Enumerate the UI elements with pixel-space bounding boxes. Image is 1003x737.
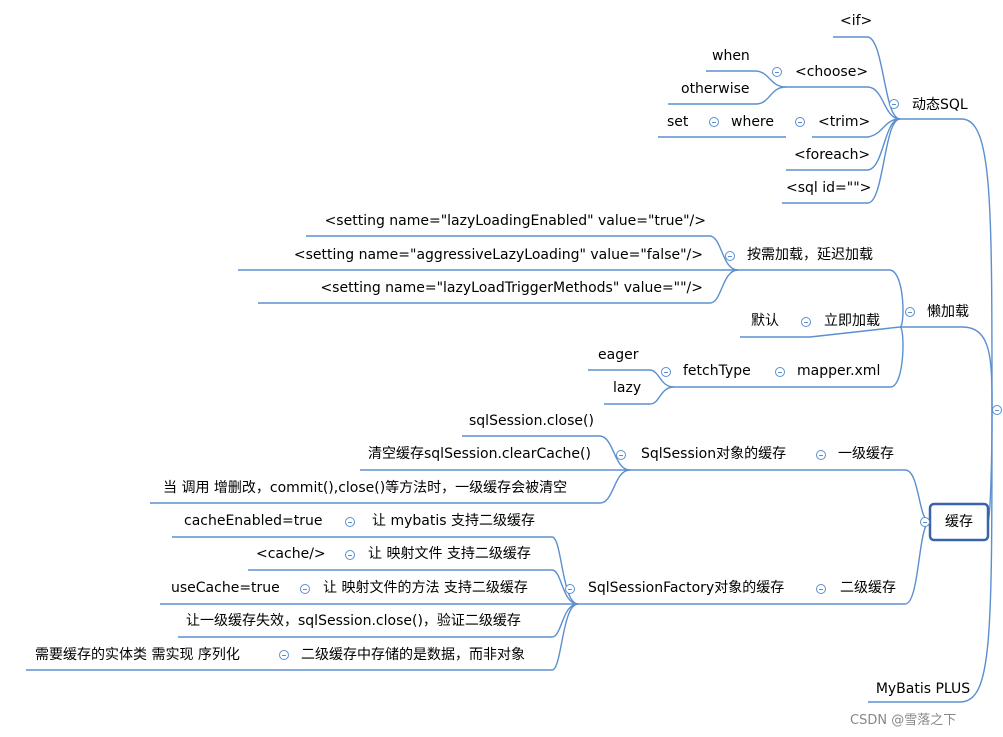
node-lazy[interactable]: lazy — [613, 380, 642, 396]
node-enable-method[interactable]: 让 映射文件的方法 支持二级缓存 — [323, 580, 528, 596]
collapse-toggle-level2[interactable] — [816, 584, 826, 594]
node-when[interactable]: when — [712, 48, 750, 64]
collapse-toggle-on-demand[interactable] — [725, 251, 735, 261]
selected-node-frame — [928, 502, 990, 542]
collapse-toggle-stores-data[interactable] — [279, 650, 289, 660]
node-root[interactable]: MyBatis PLUS — [875, 681, 971, 697]
watermark: CSDN @雪落之下 — [850, 713, 957, 728]
node-setting-aggressive[interactable]: <setting name="aggressiveLazyLoading" va… — [293, 247, 703, 263]
node-cache[interactable]: 缓存 — [945, 514, 973, 530]
collapse-toggle-where[interactable] — [709, 117, 719, 127]
collapse-toggle-cache[interactable] — [920, 517, 930, 527]
node-dynamic-sql[interactable]: 动态SQL — [912, 97, 968, 113]
collapse-toggle-root[interactable] — [992, 405, 1002, 415]
node-trim[interactable]: <trim> — [818, 114, 871, 130]
node-verify[interactable]: 让一级缓存失效，sqlSession.close()，验证二级缓存 — [186, 613, 521, 629]
collapse-toggle-enable-method[interactable] — [300, 584, 310, 594]
node-if[interactable]: <if> — [840, 13, 873, 29]
node-session-close[interactable]: sqlSession.close() — [469, 413, 594, 429]
node-cache-tag[interactable]: <cache/> — [256, 546, 326, 562]
collapse-toggle-factory-cache[interactable] — [565, 584, 575, 594]
node-fetch-type[interactable]: fetchType — [683, 363, 751, 379]
node-serializable[interactable]: 需要缓存的实体类 需实现 序列化 — [35, 647, 240, 663]
collapse-toggle-choose[interactable] — [772, 67, 782, 77]
node-foreach[interactable]: <foreach> — [794, 147, 871, 163]
node-level1[interactable]: 一级缓存 — [838, 446, 894, 462]
node-factory-cache[interactable]: SqlSessionFactory对象的缓存 — [588, 580, 785, 596]
node-where[interactable]: where — [731, 114, 774, 130]
node-session-cache[interactable]: SqlSession对象的缓存 — [641, 446, 787, 462]
node-level2[interactable]: 二级缓存 — [840, 580, 896, 596]
node-cache-enabled[interactable]: cacheEnabled=true — [184, 513, 323, 529]
node-enable-mybatis[interactable]: 让 mybatis 支持二级缓存 — [372, 513, 535, 529]
node-choose[interactable]: <choose> — [795, 64, 869, 80]
collapse-toggle-fetch-type[interactable] — [661, 367, 671, 377]
node-set[interactable]: set — [667, 114, 689, 130]
node-setting-lazy-enabled[interactable]: <setting name="lazyLoadingEnabled" value… — [324, 213, 706, 229]
node-mapper-xml[interactable]: mapper.xml — [797, 363, 881, 379]
node-lazy-loading[interactable]: 懒加载 — [927, 304, 969, 320]
collapse-toggle-trim[interactable] — [795, 117, 805, 127]
node-default[interactable]: 默认 — [751, 313, 779, 329]
collapse-toggle-immediate[interactable] — [801, 317, 811, 327]
node-otherwise[interactable]: otherwise — [681, 81, 750, 97]
collapse-toggle-dynamic-sql[interactable] — [889, 99, 899, 109]
collapse-toggle-enable-mybatis[interactable] — [345, 517, 355, 527]
node-on-demand[interactable]: 按需加载，延迟加载 — [747, 247, 873, 263]
node-stores-data[interactable]: 二级缓存中存储的是数据，而非对象 — [301, 647, 525, 663]
node-enable-mapper[interactable]: 让 映射文件 支持二级缓存 — [368, 546, 531, 562]
node-immediate[interactable]: 立即加载 — [824, 313, 880, 329]
node-use-cache[interactable]: useCache=true — [171, 580, 280, 596]
node-level1-note[interactable]: 当 调用 增删改，commit(),close()等方法时，一级缓存会被清空 — [163, 480, 568, 496]
collapse-toggle-enable-mapper[interactable] — [345, 550, 355, 560]
collapse-toggle-mapper-xml[interactable] — [775, 367, 785, 377]
node-clear-cache[interactable]: 清空缓存sqlSession.clearCache() — [368, 446, 591, 462]
node-sql-id[interactable]: <sql id=""> — [786, 180, 872, 196]
node-eager[interactable]: eager — [598, 347, 639, 363]
collapse-toggle-session-cache[interactable] — [616, 450, 626, 460]
node-setting-trigger-methods[interactable]: <setting name="lazyLoadTriggerMethods" v… — [320, 280, 703, 296]
collapse-toggle-level1[interactable] — [816, 450, 826, 460]
collapse-toggle-lazy-loading[interactable] — [905, 307, 915, 317]
